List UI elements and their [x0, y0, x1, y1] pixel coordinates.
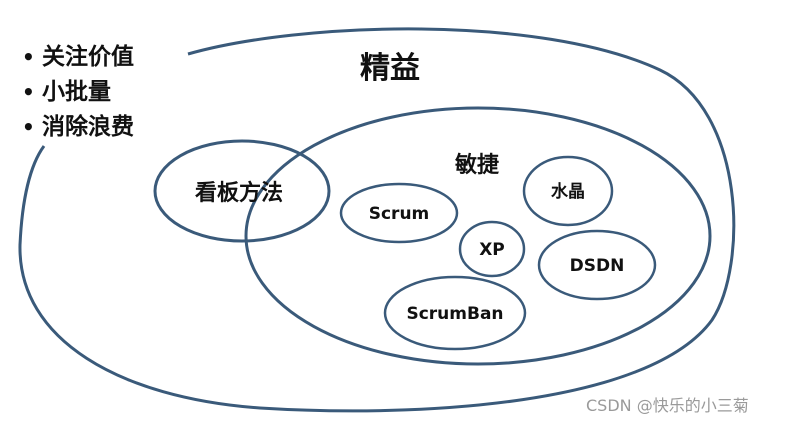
lean-label: 精益 [360, 51, 420, 86]
scrumban-ellipse [383, 275, 527, 351]
dsdn-ellipse [537, 229, 657, 301]
agile-label: 敏捷 [454, 152, 500, 178]
kanban-label: 看板方法 [195, 180, 283, 206]
xp-label: XP [479, 240, 505, 260]
crystal-label: 水晶 [551, 181, 585, 202]
scrum-ellipse [339, 182, 459, 244]
lean-outer-ellipse [18, 27, 736, 413]
xp-ellipse [458, 220, 526, 278]
lean-principle-item: • 消除浪费 [22, 110, 134, 145]
scrum-label: Scrum [369, 204, 430, 224]
agile-ellipse [244, 106, 712, 366]
kanban-ellipse [153, 139, 331, 243]
lean-principle-item: • 关注价值 [22, 40, 134, 75]
crystal-ellipse [522, 155, 614, 227]
lean-principle-text: 小批量 [42, 79, 111, 105]
lean-principle-text: 消除浪费 [42, 114, 134, 140]
lean-principle-text: 关注价值 [42, 44, 134, 70]
bullet-dot: • [22, 80, 35, 104]
lean-principles-list: • 关注价值 • 小批量 • 消除浪费 [22, 40, 134, 145]
bullet-dot: • [22, 45, 35, 69]
scrumban-label: ScrumBan [406, 304, 503, 324]
dsdn-label: DSDN [570, 256, 625, 276]
lean-principle-item: • 小批量 [22, 75, 134, 110]
watermark: CSDN @快乐的小三菊 [586, 396, 749, 415]
bullet-dot: • [22, 115, 35, 139]
